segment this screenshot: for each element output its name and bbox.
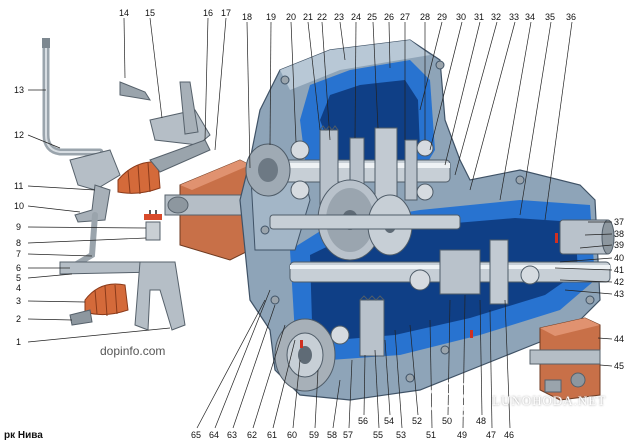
callout-16: 16 <box>203 8 213 18</box>
callout-45: 45 <box>614 361 624 371</box>
callout-55: 55 <box>373 430 383 440</box>
callout-26: 26 <box>384 12 394 22</box>
callout-27: 27 <box>400 12 410 22</box>
callout-57: 57 <box>343 430 353 440</box>
callout-47: 47 <box>486 430 496 440</box>
callout-29: 29 <box>437 12 447 22</box>
callout-9: 9 <box>16 222 21 232</box>
callout-65: 65 <box>191 430 201 440</box>
callout-2: 2 <box>16 314 21 324</box>
callout-53: 53 <box>396 430 406 440</box>
callout-30: 30 <box>456 12 466 22</box>
callout-3: 3 <box>16 296 21 306</box>
watermark-badge-icon <box>427 382 481 418</box>
callout-17: 17 <box>221 8 231 18</box>
callout-38: 38 <box>614 229 624 239</box>
upper-rubber-boot <box>117 161 161 195</box>
callout-36: 36 <box>566 12 576 22</box>
callout-19: 19 <box>266 12 276 22</box>
callout-1: 1 <box>16 337 21 347</box>
source-credit: dopinfo.com <box>100 344 166 358</box>
intermediate-gear-assembly <box>269 179 461 261</box>
callout-49: 49 <box>457 430 467 440</box>
callout-24: 24 <box>351 12 361 22</box>
callout-7: 7 <box>16 249 21 259</box>
front-mount-bracket <box>164 159 251 261</box>
callout-12: 12 <box>14 130 24 140</box>
callout-13: 13 <box>14 85 24 95</box>
callout-leader-lines <box>27 17 613 429</box>
callout-54: 54 <box>384 416 394 426</box>
shift-lever-assembly <box>42 38 211 331</box>
callout-21: 21 <box>303 12 313 22</box>
callout-4: 4 <box>16 283 21 293</box>
callout-34: 34 <box>525 12 535 22</box>
callout-10: 10 <box>14 201 24 211</box>
callout-51: 51 <box>426 430 436 440</box>
callout-58: 58 <box>327 430 337 440</box>
callout-5: 5 <box>16 273 21 283</box>
callout-56: 56 <box>358 416 368 426</box>
callout-39: 39 <box>614 240 624 250</box>
callout-18: 18 <box>242 12 252 22</box>
callout-32: 32 <box>491 12 501 22</box>
rear-mount-bracket <box>529 317 601 401</box>
callout-23: 23 <box>334 12 344 22</box>
callout-22: 22 <box>317 12 327 22</box>
callout-15: 15 <box>145 8 155 18</box>
callout-11: 11 <box>14 181 23 191</box>
differential-shaft-assembly <box>274 219 615 392</box>
callout-25: 25 <box>367 12 377 22</box>
callout-31: 31 <box>474 12 484 22</box>
callout-33: 33 <box>509 12 519 22</box>
callout-46: 46 <box>504 430 514 440</box>
callout-62: 62 <box>247 430 257 440</box>
housing-bolts <box>260 60 595 383</box>
callout-41: 41 <box>614 265 624 275</box>
callout-44: 44 <box>614 334 624 344</box>
image-caption: рк Нива <box>4 430 43 441</box>
watermark-text: LUNOHODA.NET <box>492 393 607 408</box>
callout-61: 61 <box>267 430 277 440</box>
callout-28: 28 <box>420 12 430 22</box>
callout-14: 14 <box>119 8 129 18</box>
callout-43: 43 <box>614 289 624 299</box>
callout-50: 50 <box>442 416 452 426</box>
callout-48: 48 <box>476 416 486 426</box>
callout-40: 40 <box>614 253 624 263</box>
lower-rubber-boot <box>84 283 129 317</box>
callout-42: 42 <box>614 277 624 287</box>
callout-labels: 13 12 11 10 9 8 7 6 5 3 2 1 4 14 15 16 1… <box>14 8 624 440</box>
callout-60: 60 <box>287 430 297 440</box>
callout-35: 35 <box>545 12 555 22</box>
callout-20: 20 <box>286 12 296 22</box>
callout-6: 6 <box>16 263 21 273</box>
callout-37: 37 <box>614 217 624 227</box>
callout-63: 63 <box>227 430 237 440</box>
callout-52: 52 <box>412 416 422 426</box>
callout-8: 8 <box>16 238 21 248</box>
callout-59: 59 <box>309 430 319 440</box>
switch-sensor <box>144 210 162 241</box>
callout-64: 64 <box>209 430 219 440</box>
